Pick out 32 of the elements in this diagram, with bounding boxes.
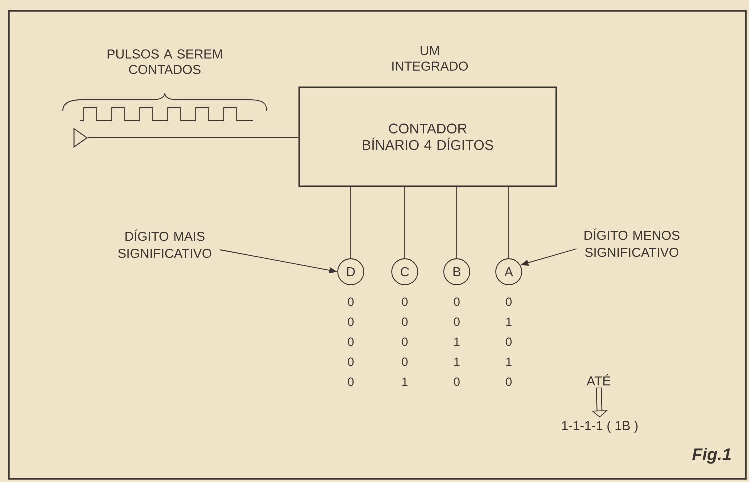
output-line <box>350 186 352 259</box>
table-digit: 0 <box>454 298 460 306</box>
table-digit: 0 <box>348 358 354 366</box>
table-digit: 0 <box>402 358 408 366</box>
output-line <box>456 186 458 259</box>
table-digit: 0 <box>506 338 512 346</box>
table-digit: 0 <box>506 298 512 306</box>
table-digit: 0 <box>348 298 354 306</box>
table-digit: 0 <box>402 338 408 346</box>
text-label: 1-1-1-1 ( 1B ) <box>562 420 638 434</box>
figure-number: Fig.1 <box>692 448 731 464</box>
output-line <box>404 186 406 259</box>
table-digit: 0 <box>348 338 354 346</box>
table-digit: 0 <box>348 378 354 386</box>
text-label: ATÉ <box>586 374 611 386</box>
table-digit: 0 <box>506 378 512 386</box>
table-digit: 0 <box>402 298 408 306</box>
output-line <box>508 186 510 259</box>
table-digit: 0 <box>402 318 408 326</box>
table-digit: 1 <box>506 318 512 326</box>
table-digit: 1 <box>506 358 512 366</box>
counter-box: CONTADOR BÍNARIO 4 DÍGITOS <box>298 86 558 188</box>
caption-text: PULSOS A SEREM CONTADOS <box>108 50 222 74</box>
table-digit: 1 <box>454 338 460 346</box>
table-digit: 1 <box>454 358 460 366</box>
table-digit: 0 <box>348 318 354 326</box>
table-digit: 0 <box>454 318 460 326</box>
chip-label: UM INTEGRADO <box>392 46 468 71</box>
callout-text: DÍGITO MAIS SIGNIFICATIVO <box>118 230 212 258</box>
callout-text: DÍGITO MENOS SIGNIFICATIVO <box>584 228 680 258</box>
table-digit: 0 <box>454 378 460 386</box>
table-digit: 1 <box>402 378 408 386</box>
